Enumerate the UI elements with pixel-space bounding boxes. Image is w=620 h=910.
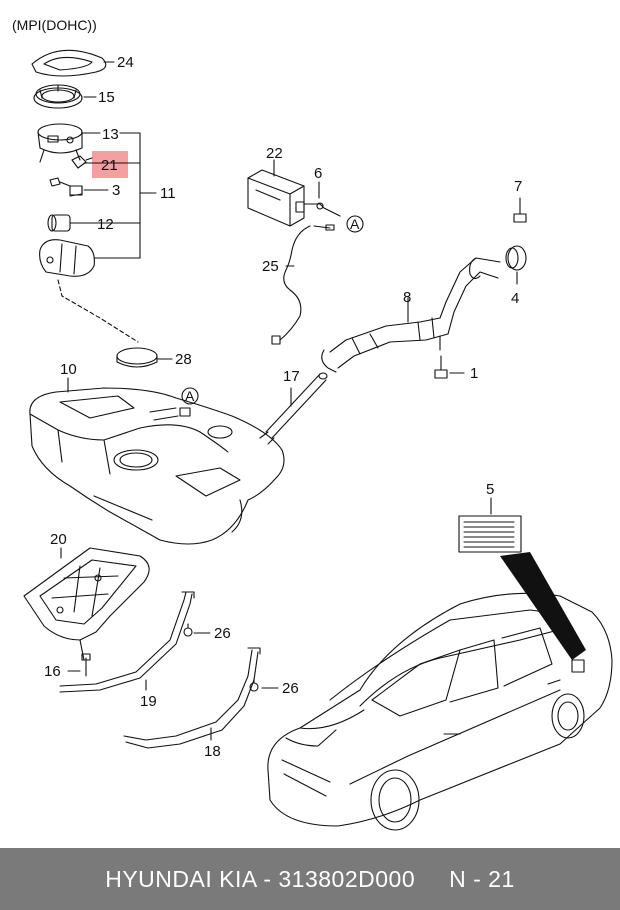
part-4-filler-cap [505,245,527,271]
callout-4: 4 [511,290,519,307]
part-3-float [49,177,83,197]
part-25-hose [271,224,335,345]
part-17-hose [259,372,328,445]
part-20-shield [23,547,150,661]
callout-26-upper: 26 [214,625,231,642]
part-15-lock-ring [33,84,83,109]
ref-circle-a-tank [181,387,199,405]
callout-5: 5 [486,481,494,498]
vehicle-sedan [267,592,613,831]
callout-19: 19 [140,693,157,710]
callout-28: 28 [175,351,192,368]
callout-3: 3 [112,182,120,199]
callout-8: 8 [403,289,411,306]
parts-diagram: (MPI(DOHC)) 24 15 13 [12,17,613,831]
callout-24: 24 [117,54,134,71]
part-8-filler-neck [321,257,501,373]
callout-20: 20 [50,531,67,548]
footer-page: N - 21 [449,865,515,892]
highlight-21 [92,151,128,178]
callout-7: 7 [514,178,522,195]
callout-21: 21 [101,157,118,174]
callout-17: 17 [283,368,300,385]
callout-25: 25 [262,258,279,275]
ref-a-tank: A [185,388,195,404]
part-1-bolt [434,355,448,379]
part-7-bolt [513,197,527,223]
part-26-bolt-lower [249,678,259,692]
part-5-fuel-label [458,515,522,553]
part-22-canister [247,169,305,227]
part-19-strap [59,591,195,693]
part-28-seal [116,347,158,368]
engine-header: (MPI(DOHC)) [12,17,97,33]
footer-part-info: HYUNDAI KIA - 313802D000 [105,865,416,892]
callout-26-lower: 26 [282,680,299,697]
part-10-fuel-tank [29,387,285,545]
callout-11: 11 [160,185,176,202]
ref-circle-a-top [346,215,364,233]
ref-a-top: A [350,216,360,232]
callout-6: 6 [314,165,322,182]
part-21-sender [71,155,93,169]
callout-18: 18 [204,743,221,760]
part-13-pump-flange [37,123,83,163]
part-6-fitting [303,202,341,217]
callout-16: 16 [44,663,61,680]
part-12-filter [47,214,77,232]
callout-1: 1 [470,365,478,382]
pump-reservoir [39,239,95,277]
footer-bar: HYUNDAI KIA - 313802D000 N - 21 [0,848,620,910]
part-24-gasket [31,49,107,77]
bracket-11 [119,132,141,259]
label-pointer [500,552,586,660]
part-16-bolt [81,653,91,677]
part-26-bolt-upper [183,623,193,637]
callout-10: 10 [60,361,77,378]
callout-22: 22 [266,145,283,162]
callout-15: 15 [98,89,115,106]
callout-13: 13 [102,126,119,143]
callout-12: 12 [97,216,114,233]
